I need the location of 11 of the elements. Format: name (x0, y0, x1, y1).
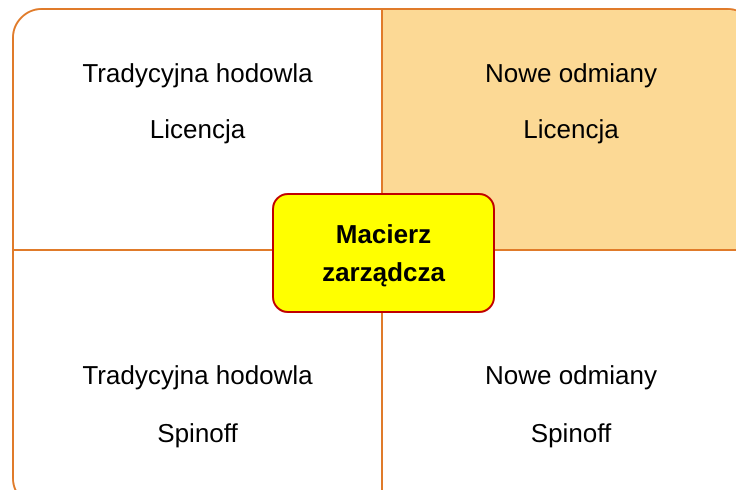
quadrant-heading: Nowe odmiany (485, 58, 657, 89)
quadrant-heading: Tradycyjna hodowla (82, 360, 313, 391)
quadrant-heading: Tradycyjna hodowla (82, 58, 313, 89)
matrix-title: Macierz zarządcza (321, 218, 446, 289)
matrix-frame (12, 8, 736, 490)
center-box (272, 193, 495, 313)
quadrant-label: Licencja (150, 114, 246, 145)
quadrant-label: Spinoff (530, 418, 612, 449)
quadrant-label: Licencja (523, 114, 619, 145)
quadrant-label: Spinoff (157, 418, 238, 449)
quadrant-heading: Nowe odmiany (485, 360, 657, 391)
